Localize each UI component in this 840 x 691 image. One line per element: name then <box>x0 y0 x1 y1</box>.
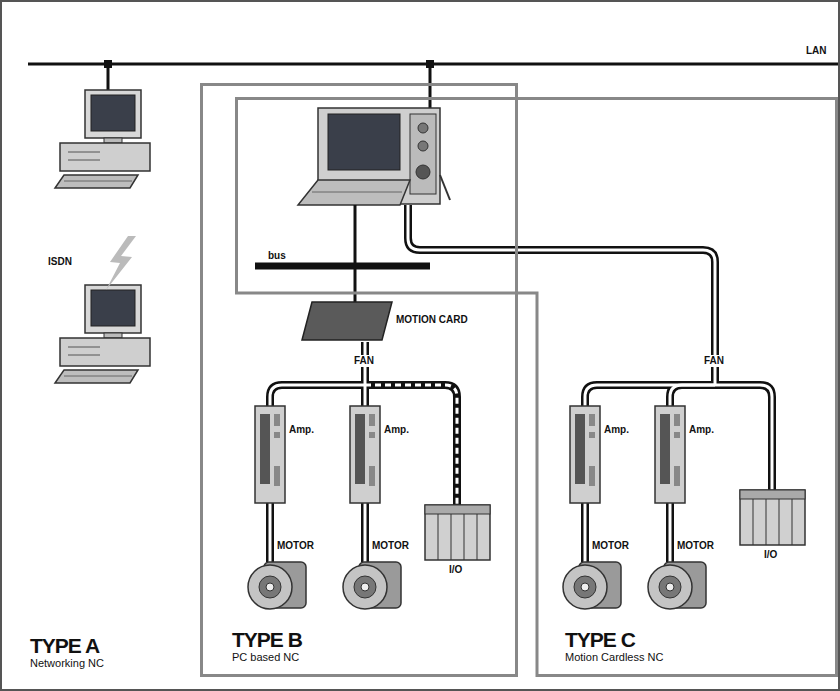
type-subtitle: Motion Cardless NC <box>565 651 663 663</box>
cable-label: FAN <box>352 355 376 367</box>
part-label: Amp. <box>384 424 409 436</box>
cable <box>270 205 772 562</box>
part-label: I/O <box>449 564 462 576</box>
workstation <box>298 108 450 205</box>
part-label: MOTOR <box>677 540 714 552</box>
amplifier <box>350 406 380 503</box>
part-label: Amp. <box>289 424 314 436</box>
type-caption: TYPE CMotion Cardless NC <box>565 629 663 663</box>
type-caption: TYPE ANetworking NC <box>30 635 104 669</box>
part-label: Amp. <box>689 424 714 436</box>
lightning-bolt <box>106 236 136 290</box>
motion-cardless-nc-frame: TYPE CMotion Cardless NC <box>235 97 838 677</box>
part-label: I/O <box>764 549 777 561</box>
io-unit <box>740 490 805 545</box>
part-label: Amp. <box>604 424 629 436</box>
type-subtitle: Networking NC <box>30 657 104 669</box>
bus <box>255 205 430 302</box>
amplifier <box>255 406 285 503</box>
computer <box>55 285 150 383</box>
cable-label: FAN <box>702 355 726 367</box>
part-label: MOTOR <box>277 540 314 552</box>
frame-outline <box>235 97 838 677</box>
part-label: MOTION CARD <box>396 314 468 326</box>
motor <box>648 562 706 609</box>
computer <box>55 90 150 188</box>
network-label: LAN <box>806 45 827 57</box>
pc-based-nc-frame: TYPE BPC based NC <box>200 83 518 677</box>
type-heading: TYPE A <box>30 635 104 657</box>
type-heading: TYPE B <box>232 629 302 651</box>
type-caption: TYPE BPC based NC <box>232 629 302 663</box>
motor <box>343 562 401 609</box>
lan-line <box>28 60 838 108</box>
amplifier <box>570 406 600 503</box>
link-label: ISDN <box>48 256 72 268</box>
part-label: MOTOR <box>592 540 629 552</box>
motion-card <box>302 302 392 340</box>
type-subtitle: PC based NC <box>232 651 302 663</box>
io-unit <box>425 505 490 560</box>
bus-label: bus <box>268 250 286 262</box>
motor <box>248 562 306 609</box>
part-label: MOTOR <box>372 540 409 552</box>
motor <box>563 562 621 609</box>
amplifier <box>655 406 685 503</box>
type-heading: TYPE C <box>565 629 663 651</box>
